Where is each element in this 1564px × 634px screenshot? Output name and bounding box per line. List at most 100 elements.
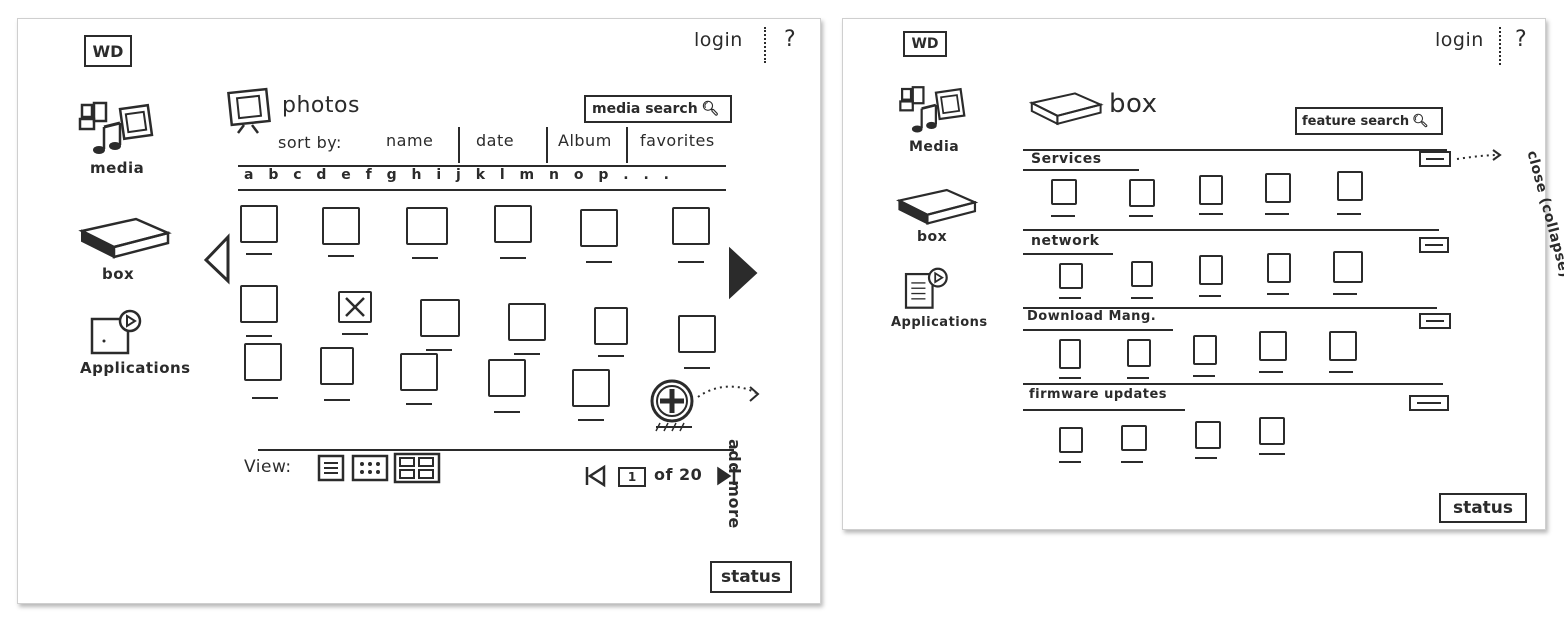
list-view-icon[interactable] — [317, 454, 345, 482]
sidebar-item-box[interactable]: box — [893, 183, 983, 249]
next-arrow-icon[interactable] — [728, 246, 758, 300]
collapse-icon — [1425, 244, 1443, 246]
page-title: photos — [282, 93, 360, 118]
help-link[interactable]: ? — [784, 27, 797, 52]
sidebar-item-label: Applications — [80, 359, 191, 377]
login-link[interactable]: login — [694, 29, 743, 51]
feature-tile[interactable] — [1127, 339, 1157, 381]
photo-thumbnail[interactable] — [240, 205, 280, 265]
tile-caption-line — [1059, 461, 1081, 463]
sort-option-favorites[interactable]: favorites — [640, 131, 715, 150]
photo-thumbnail[interactable] — [420, 299, 460, 359]
photo-thumbnail[interactable] — [488, 359, 528, 419]
photo-thumbnail[interactable] — [406, 207, 448, 267]
collapse-button[interactable] — [1409, 395, 1449, 411]
login-link[interactable]: login — [1435, 29, 1484, 51]
section-header-services[interactable]: Services — [1031, 151, 1102, 167]
wd-logo[interactable]: WD — [84, 35, 132, 67]
photo-thumbnail[interactable] — [400, 353, 440, 413]
feature-tile[interactable] — [1195, 421, 1225, 463]
sort-divider — [458, 127, 460, 163]
feature-tile[interactable] — [1265, 173, 1295, 215]
section-divider — [1023, 149, 1447, 151]
sidebar-item-media[interactable]: media — [74, 101, 164, 181]
tile-view-icon[interactable] — [393, 452, 441, 484]
photo-thumbnail[interactable] — [320, 347, 360, 407]
photo-thumbnail[interactable] — [508, 303, 548, 363]
feature-tile[interactable] — [1131, 261, 1161, 303]
feature-tile[interactable] — [1259, 331, 1293, 373]
help-link[interactable]: ? — [1515, 27, 1528, 52]
applications-icon — [904, 267, 948, 309]
alphabet-filter[interactable]: a b c d e f g h i j k l m n o p . . . — [244, 167, 674, 183]
feature-tile[interactable] — [1199, 175, 1229, 217]
tile-frame — [1337, 171, 1363, 201]
thumbnail-frame — [400, 353, 438, 391]
feature-tile[interactable] — [1129, 179, 1159, 221]
thumbnail-frame — [580, 209, 618, 247]
tile-frame — [1059, 263, 1083, 289]
photo-thumbnail[interactable] — [678, 315, 718, 375]
thumbnail-caption-line — [412, 257, 438, 259]
photo-thumbnail[interactable] — [672, 207, 712, 267]
sidebar-item-box[interactable]: box — [76, 211, 176, 289]
collapse-button[interactable] — [1419, 313, 1451, 329]
thumbnail-caption-line — [586, 261, 612, 263]
media-search-field[interactable]: media search 🔍︎ — [584, 95, 732, 123]
feature-tile[interactable] — [1059, 339, 1089, 381]
sidebar-item-label: box — [917, 229, 948, 245]
feature-tile[interactable] — [1121, 425, 1151, 467]
applications-icon — [90, 309, 142, 355]
section-header-download-manager[interactable]: Download Mang. — [1027, 309, 1157, 324]
thumbnail-frame — [420, 299, 460, 337]
feature-tile[interactable] — [1333, 251, 1367, 295]
photo-thumbnail[interactable] — [240, 285, 280, 345]
sort-option-album[interactable]: Album — [558, 131, 612, 150]
feature-tile[interactable] — [1337, 171, 1367, 215]
thumbnail-frame — [678, 315, 716, 353]
section-header-firmware-updates[interactable]: firmware updates — [1029, 387, 1168, 402]
box-device-title-icon — [1028, 92, 1104, 126]
tile-caption-line — [1199, 295, 1221, 297]
sidebar-item-applications[interactable]: Applications — [80, 307, 190, 389]
page-number-input[interactable]: 1 — [618, 467, 646, 487]
photo-thumbnail[interactable] — [494, 205, 534, 265]
feature-tile[interactable] — [1329, 331, 1363, 373]
feature-tile[interactable] — [1267, 253, 1297, 295]
photo-thumbnail-selected[interactable] — [338, 291, 378, 351]
feature-tile[interactable] — [1059, 263, 1089, 305]
collapse-button[interactable] — [1419, 237, 1449, 253]
photo-thumbnail[interactable] — [244, 343, 284, 403]
photo-thumbnail[interactable] — [594, 307, 634, 367]
view-label: View: — [244, 457, 292, 477]
feature-tile[interactable] — [1059, 427, 1089, 469]
feature-tile[interactable] — [1259, 417, 1289, 459]
tile-caption-line — [1259, 453, 1285, 455]
thumbnail-frame — [240, 205, 278, 243]
thumbnail-frame — [488, 359, 526, 397]
sidebar-item-media[interactable]: Media — [895, 85, 975, 159]
feature-tile[interactable] — [1051, 179, 1081, 221]
collapse-button[interactable] — [1419, 151, 1451, 167]
sort-option-name[interactable]: name — [386, 131, 434, 150]
wd-logo[interactable]: WD — [903, 31, 947, 57]
status-button[interactable]: status — [1439, 493, 1527, 523]
section-header-network[interactable]: network — [1031, 233, 1100, 249]
thumbnail-caption-line — [678, 261, 704, 263]
photo-thumbnail[interactable] — [572, 369, 612, 429]
photo-thumbnail[interactable] — [580, 209, 620, 269]
feature-tile[interactable] — [1193, 335, 1223, 377]
photo-thumbnail[interactable] — [322, 207, 362, 267]
first-page-icon[interactable] — [584, 464, 608, 488]
status-button[interactable]: status — [710, 561, 792, 593]
sort-option-date[interactable]: date — [476, 131, 515, 150]
add-photo-button[interactable] — [646, 377, 706, 437]
close-collapse-note: close (collapse) — [1523, 149, 1564, 280]
feature-tile[interactable] — [1199, 255, 1229, 297]
thumbnail-frame — [494, 205, 532, 243]
previous-arrow-icon[interactable] — [202, 233, 232, 285]
last-page-icon[interactable] — [716, 465, 738, 487]
feature-search-field[interactable]: feature search 🔍︎ — [1295, 107, 1443, 135]
grid-view-icon[interactable] — [351, 454, 389, 482]
sidebar-item-applications[interactable]: Applications — [889, 267, 989, 337]
